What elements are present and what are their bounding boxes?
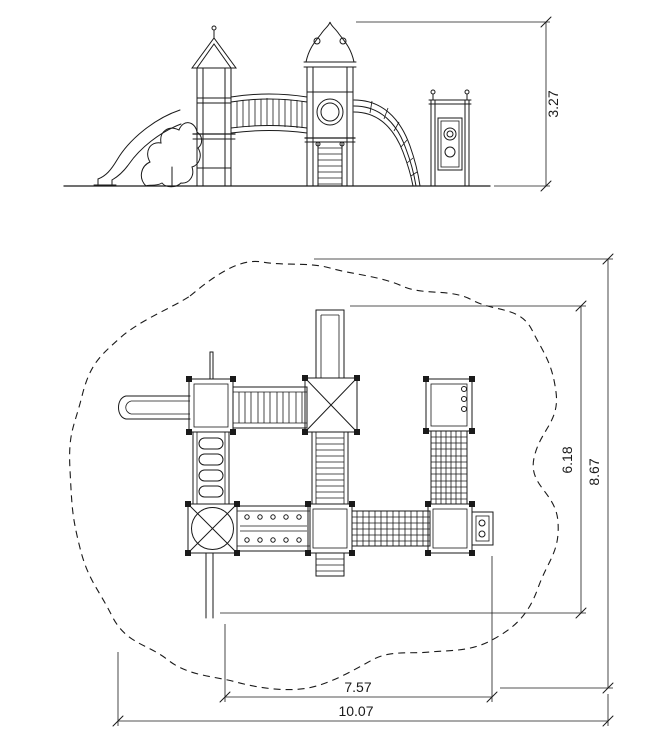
panel-wheel <box>443 127 457 141</box>
plan-top-bridge <box>232 386 308 429</box>
plan-deck-d <box>425 501 475 556</box>
ornamental-top <box>305 21 355 63</box>
plan-upper-arm <box>315 309 345 379</box>
porthole-window <box>316 98 344 126</box>
elevation-view: 3.27 <box>63 16 561 192</box>
dimension-label-height: 3.27 <box>545 90 561 117</box>
plan-exit-ladder <box>315 552 345 577</box>
roof-finial <box>211 25 217 31</box>
stairs <box>315 141 345 187</box>
plan-deck-a <box>186 351 236 435</box>
bridge <box>230 93 308 134</box>
plan-deck-c <box>305 501 355 556</box>
plan-view: 6.18 8.67 7.57 10.07 <box>69 253 614 727</box>
play-panel-unit <box>428 89 472 187</box>
dimension-label-outer-width: 10.07 <box>338 703 373 719</box>
plan-deck-e <box>423 376 475 434</box>
use-zone-boundary <box>69 260 559 691</box>
elevation-height-dimension: 3.27 <box>356 16 561 192</box>
bush-outline <box>140 122 203 188</box>
dimension-outer-height: 8.67 <box>314 253 614 694</box>
plan-stairs <box>311 431 349 505</box>
dimension-label-inner-height: 6.18 <box>559 446 575 473</box>
plan-slide-arm <box>118 395 191 420</box>
plan-play-panel <box>471 511 494 546</box>
left-tower <box>191 25 237 187</box>
dimension-label-inner-width: 7.57 <box>344 679 371 695</box>
dimension-inner-width: 7.57 <box>219 556 498 703</box>
plan-rung-ladder <box>192 431 230 505</box>
plan-net-bridge <box>351 510 431 547</box>
dimension-outer-width: 10.07 <box>112 652 614 727</box>
plan-lower-bridge <box>236 505 311 552</box>
arch-climber <box>353 99 421 187</box>
dimension-label-outer-height: 8.67 <box>586 458 602 485</box>
plan-deck-b <box>302 375 360 435</box>
slide <box>93 109 182 186</box>
plan-arch-net <box>430 430 468 505</box>
plan-circle-deck <box>185 501 240 556</box>
dimension-inner-height: 6.18 <box>220 300 587 619</box>
center-tower <box>303 21 357 187</box>
plan-slide-posts <box>205 552 214 619</box>
